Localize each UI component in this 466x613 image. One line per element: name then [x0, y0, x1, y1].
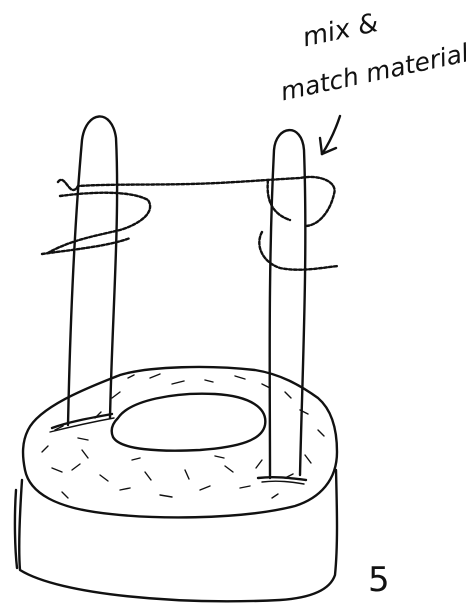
well-opening [112, 394, 266, 451]
annotation-arrow [320, 116, 340, 154]
stone-texture [42, 374, 324, 498]
page-number: 5 [368, 560, 390, 600]
right-post [258, 130, 306, 484]
well-base [15, 367, 337, 601]
rope [42, 177, 338, 270]
left-post [50, 116, 117, 432]
